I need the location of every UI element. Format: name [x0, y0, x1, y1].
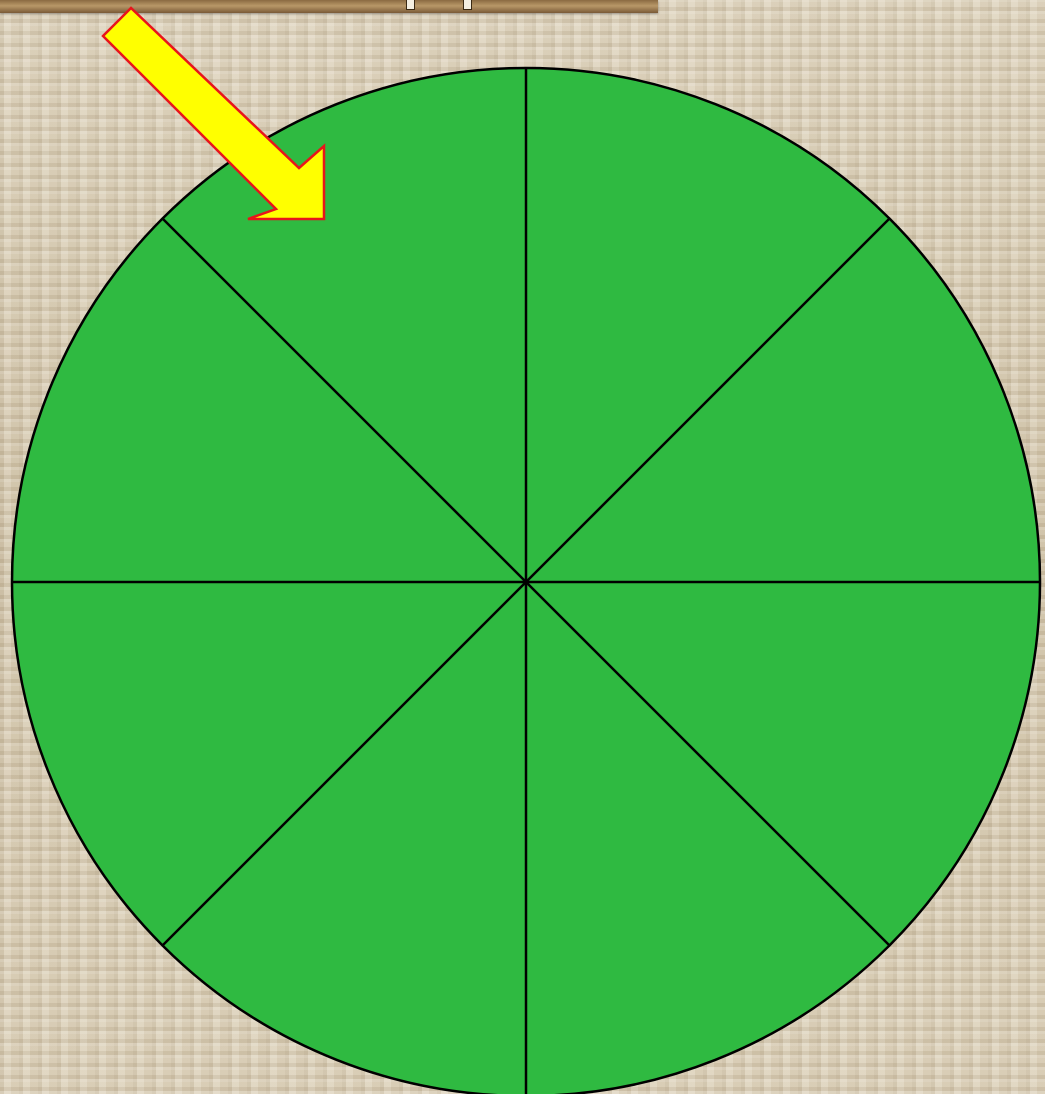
spinner-wheel[interactable]: [12, 68, 1040, 1094]
